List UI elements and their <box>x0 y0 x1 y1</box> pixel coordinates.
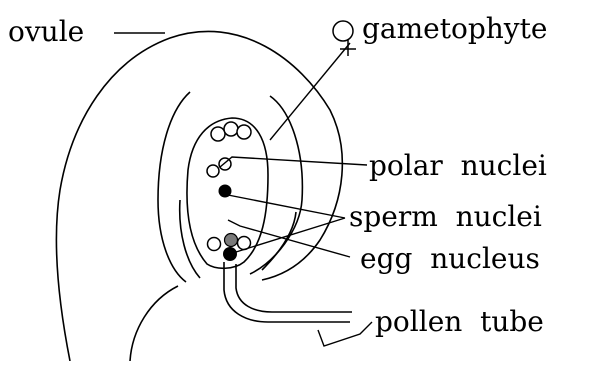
label-ovule: ovule <box>8 15 84 48</box>
egg-nucleus <box>225 234 238 247</box>
inner-integument-left-2 <box>180 200 200 278</box>
ovule-outer-wall-base <box>130 286 178 361</box>
inner-integument-right <box>250 96 302 274</box>
antipodal-cell <box>211 127 225 141</box>
synergid-cell <box>208 238 221 251</box>
label-pollen-tube: pollen tube <box>375 305 544 338</box>
label-gametophyte: gametophyte <box>362 12 547 45</box>
pollen-tube-leader-line <box>318 322 372 346</box>
sperm-nuclei-leader-line-lower <box>236 218 345 252</box>
label-polar-nuclei: polar nuclei <box>369 149 547 182</box>
inner-integument-left <box>158 92 190 282</box>
sperm-nucleus <box>223 247 237 261</box>
antipodal-cell <box>224 122 238 136</box>
polar-nuclei-leader-line <box>220 157 367 167</box>
pollen-tube-wall <box>236 264 352 312</box>
label-sperm-nuclei: sperm nuclei <box>349 200 542 233</box>
label-egg-nucleus: egg nucleus <box>360 242 540 275</box>
antipodal-cell <box>237 125 251 139</box>
polar-nucleus <box>207 165 219 177</box>
sperm-nuclei-leader-line-upper <box>228 195 345 218</box>
